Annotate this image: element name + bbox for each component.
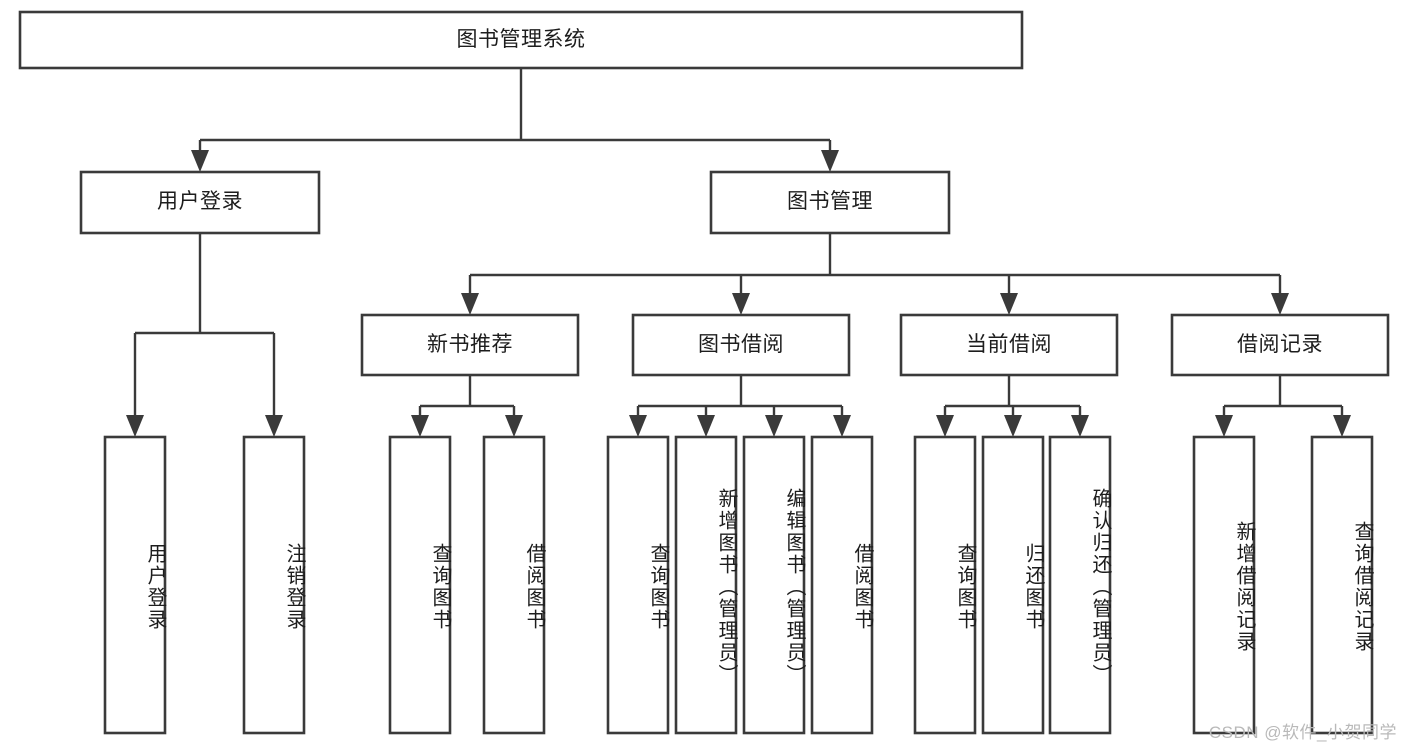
node-l2-2[interactable]	[901, 315, 1117, 375]
node-l2-box-0[interactable]	[360, 313, 580, 377]
node-leaf-box-8[interactable]	[913, 435, 977, 735]
arrow-leaf-2	[411, 415, 429, 437]
node-leaf-11[interactable]	[1194, 437, 1254, 733]
node-leaf-2[interactable]	[390, 437, 450, 733]
arrow-leaf-10	[1071, 415, 1089, 437]
node-leaf-8[interactable]	[915, 437, 975, 733]
arrow-leaf-11	[1215, 415, 1233, 437]
node-root[interactable]	[20, 12, 1022, 68]
node-l2-1[interactable]	[633, 315, 849, 375]
node-leaf-box-3[interactable]	[482, 435, 546, 735]
node-leaf-5[interactable]	[676, 437, 736, 733]
node-leaf-7[interactable]	[812, 437, 872, 733]
node-leaf-box-0[interactable]	[103, 435, 167, 735]
arrow-leaf-6	[765, 415, 783, 437]
node-leaf-9[interactable]	[983, 437, 1043, 733]
arrow-l1-to-l2-2	[1000, 293, 1018, 315]
arrow-l1-to-l2-1	[732, 293, 750, 315]
node-leaf-1[interactable]	[244, 437, 304, 733]
node-l1-box-0[interactable]	[79, 170, 321, 235]
arrow-leaf-4	[629, 415, 647, 437]
arrowheads-layer	[126, 150, 1351, 437]
node-leaf-12[interactable]	[1312, 437, 1372, 733]
node-leaf-box-5[interactable]	[674, 435, 738, 735]
node-leaf-box-2[interactable]	[388, 435, 452, 735]
arrow-leaf-1	[265, 415, 283, 437]
node-leaf-0[interactable]	[105, 437, 165, 733]
arrow-root-to-l1-0	[191, 150, 209, 172]
arrow-leaf-7	[833, 415, 851, 437]
watermark-text: CSDN @软件_小贺同学	[1208, 723, 1397, 742]
node-leaf-box-10[interactable]	[1048, 435, 1112, 735]
arrow-l1-to-l2-3	[1271, 293, 1289, 315]
arrow-leaf-8	[936, 415, 954, 437]
node-l1-1[interactable]	[711, 172, 949, 233]
node-leaf-box-7[interactable]	[810, 435, 874, 735]
node-leaf-box-11[interactable]	[1192, 435, 1256, 735]
arrow-leaf-5	[697, 415, 715, 437]
node-leaf-box-12[interactable]	[1310, 435, 1374, 735]
node-l2-box-2[interactable]	[899, 313, 1119, 377]
node-leaf-4[interactable]	[608, 437, 668, 733]
node-leaf-box-1[interactable]	[242, 435, 306, 735]
node-root-box[interactable]	[18, 10, 1024, 70]
arrow-root-to-l1-1	[821, 150, 839, 172]
arrow-leaf-9	[1004, 415, 1022, 437]
node-boxes-layer	[18, 10, 1390, 735]
node-leaf-box-4[interactable]	[606, 435, 670, 735]
arrow-leaf-3	[505, 415, 523, 437]
arrow-leaf-12	[1333, 415, 1351, 437]
node-l2-0[interactable]	[362, 315, 578, 375]
node-leaf-3[interactable]	[484, 437, 544, 733]
node-l1-0[interactable]	[81, 172, 319, 233]
arrow-leaf-0	[126, 415, 144, 437]
arrow-l1-to-l2-0	[461, 293, 479, 315]
node-leaf-6[interactable]	[744, 437, 804, 733]
node-l2-3[interactable]	[1172, 315, 1388, 375]
node-leaf-box-9[interactable]	[981, 435, 1045, 735]
node-leaf-10[interactable]	[1050, 437, 1110, 733]
